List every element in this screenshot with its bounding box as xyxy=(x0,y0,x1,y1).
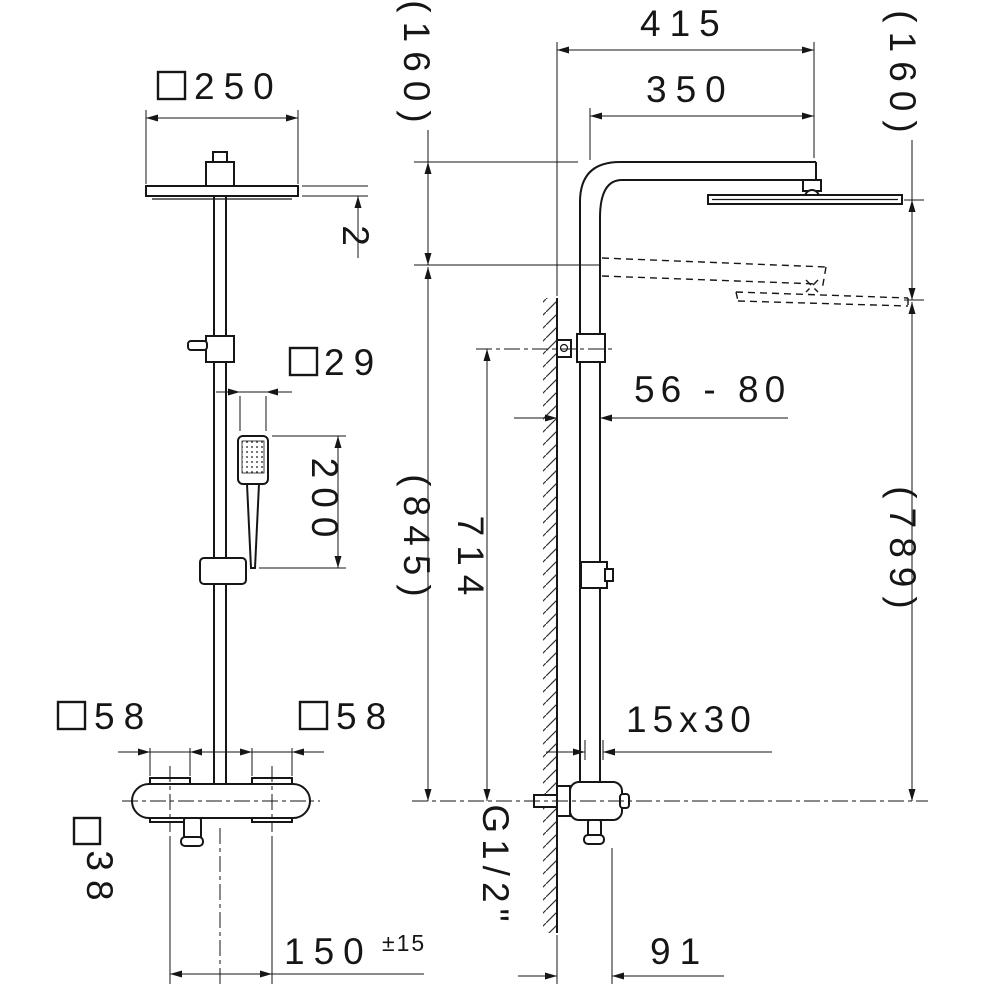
slider-holder xyxy=(199,557,247,585)
dim-inlet-spacing: 150 ±15 xyxy=(169,836,426,984)
dim-drop-right: (160) xyxy=(882,10,924,301)
dim-160-right-label: (160) xyxy=(882,10,923,141)
dim-250-label: 250 xyxy=(194,66,283,107)
riser-column xyxy=(187,196,247,784)
dim-845-label: (845) xyxy=(396,474,437,605)
dim-58-left-label: 58 xyxy=(94,696,153,737)
dim-mixer-depth: 91 xyxy=(518,848,724,984)
head-arm-fitting xyxy=(205,161,235,187)
square-symbol xyxy=(298,700,329,731)
wall xyxy=(543,298,558,933)
dim-riser-height: (845) xyxy=(396,267,437,801)
head-plate xyxy=(145,185,299,197)
dim-handshower-length: 200 xyxy=(259,435,346,569)
wall-bracket xyxy=(476,333,616,363)
dim-head-thickness: 2 xyxy=(302,185,376,258)
dim-350-label: 350 xyxy=(646,69,735,110)
dim-38-label: 38 xyxy=(79,850,120,909)
dim-valve-right: 58 xyxy=(220,696,395,776)
head-swivel xyxy=(212,151,228,163)
dim-handshower-width: 29 xyxy=(216,342,383,431)
dim-2-label: 2 xyxy=(335,225,376,255)
slider-knob xyxy=(604,568,614,582)
dim-slider-profile: 15x30 xyxy=(546,699,772,760)
diverter-lever xyxy=(187,340,208,351)
pipe-clamp xyxy=(576,333,606,363)
dim-bracket-to-mixer: 714 xyxy=(450,349,491,801)
dim-15x30-label: 15x30 xyxy=(626,699,757,740)
square-symbol xyxy=(56,700,87,731)
dim-valve-left: 58 xyxy=(56,696,222,776)
mixer-handle xyxy=(183,817,202,840)
dim-handle-size: 38 xyxy=(72,816,120,910)
dim-415-label: 415 xyxy=(640,3,729,44)
side-view: 415 350 (160) (845) xyxy=(396,0,928,984)
hand-shower-wand xyxy=(245,483,261,569)
dim-714-label: 714 xyxy=(450,516,491,605)
mixer-handle-tip xyxy=(180,836,204,847)
dim-56-80-label: 56 - 80 xyxy=(634,369,791,410)
dim-150-label: 150 xyxy=(284,931,373,972)
spray-face xyxy=(241,440,265,474)
riser-side xyxy=(579,161,817,785)
dim-g12-label: G1/2" xyxy=(475,804,516,927)
square-symbol xyxy=(72,816,102,846)
dim-wall-distance: 56 - 80 xyxy=(514,364,791,424)
dim-58-right-label: 58 xyxy=(336,696,395,737)
slider-block xyxy=(580,561,608,589)
dim-789-label: (789) xyxy=(882,486,923,617)
square-symbol xyxy=(156,70,187,101)
bracket-screw xyxy=(559,343,569,353)
dim-head-to-mixer: (789) xyxy=(882,302,923,801)
shower-head-side xyxy=(707,179,903,205)
wall-hatching xyxy=(543,298,557,933)
dim-91-label: 91 xyxy=(650,931,709,972)
mixer-handle-tip-side xyxy=(583,834,605,845)
dim-inlet-thread: G1/2" xyxy=(475,804,516,927)
dim-reach-overall: 415 xyxy=(556,3,815,296)
dim-160-left-label: (160) xyxy=(396,0,437,131)
dim-29-label: 29 xyxy=(324,342,383,383)
hand-shower xyxy=(237,435,269,569)
diverter-body xyxy=(205,335,235,363)
dim-drop-left: (160) xyxy=(396,0,600,266)
dim-200-label: 200 xyxy=(304,458,345,547)
square-symbol xyxy=(288,346,319,377)
shower-head-front xyxy=(145,151,299,200)
head-alt-position-dashed xyxy=(601,257,909,307)
dim-150-tolerance-label: ±15 xyxy=(382,930,426,956)
dim-reach-axis: 350 xyxy=(589,69,814,160)
mixer-front xyxy=(122,766,320,986)
slider-side xyxy=(580,561,614,589)
front-view: 250 2 29 xyxy=(56,66,426,986)
dim-head-width: 250 xyxy=(145,66,299,184)
